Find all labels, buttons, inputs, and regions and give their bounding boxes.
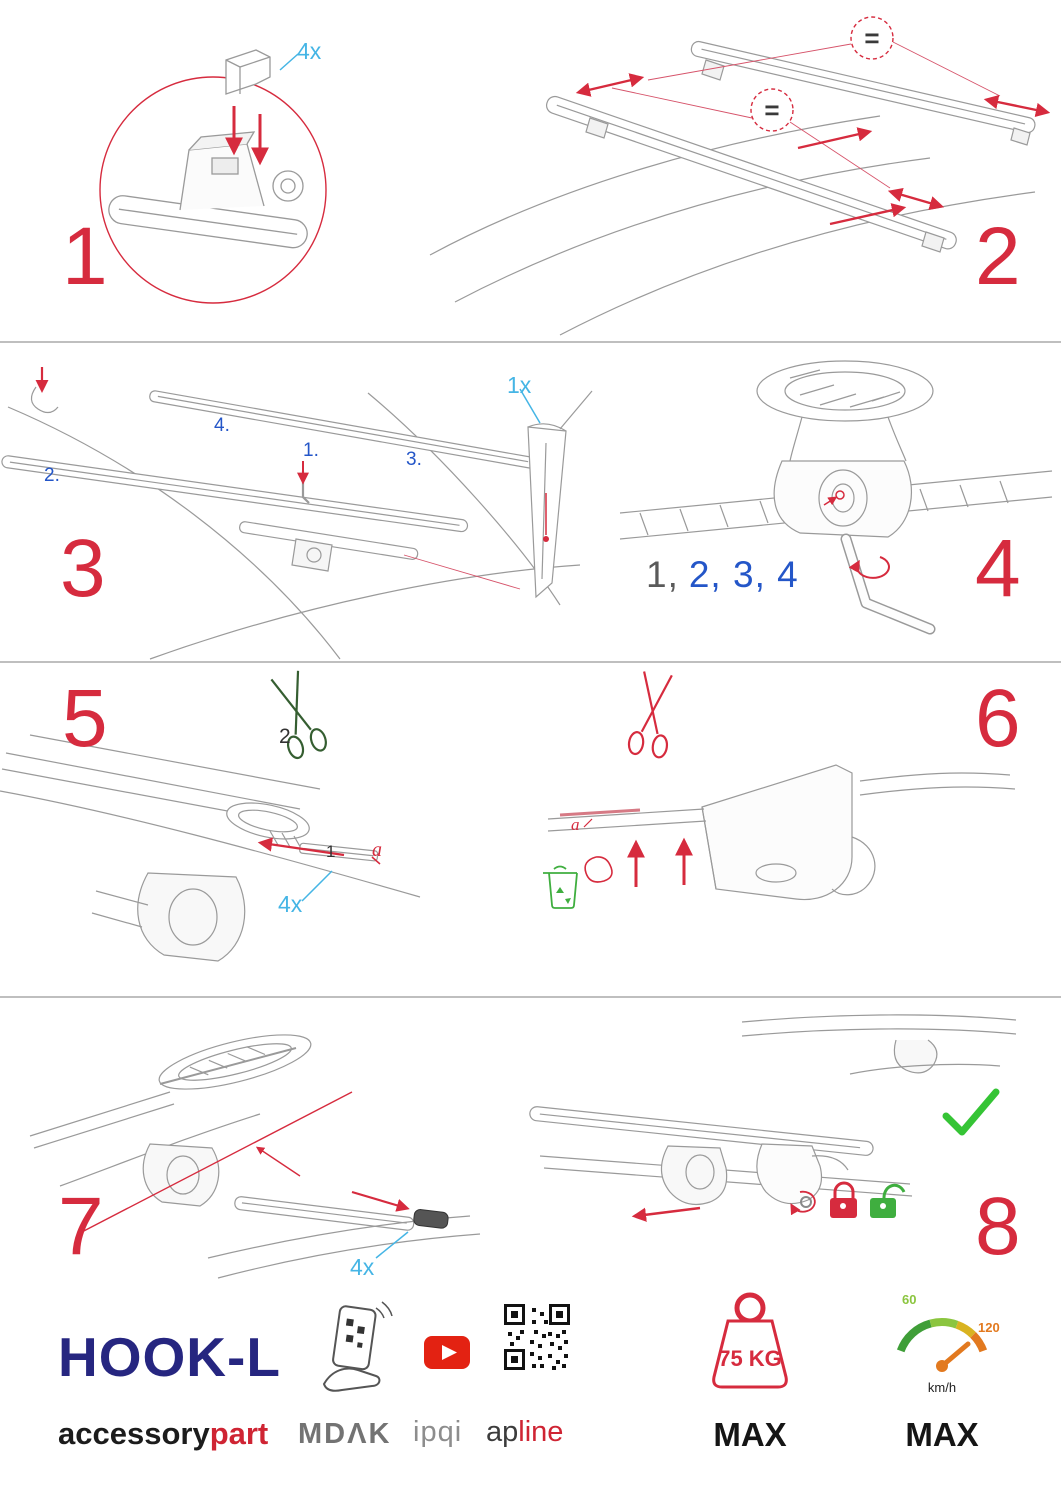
speed-high-label: 120 xyxy=(978,1320,1000,1335)
partner-logo-ipqi: ipqi xyxy=(413,1416,463,1448)
padlock-open-icon xyxy=(870,1183,906,1218)
step4-sequence: 1,2, 3, 4 xyxy=(646,556,799,593)
step3-label-4: 4. xyxy=(214,415,230,436)
step6-foot-bracket xyxy=(547,764,1016,901)
apline-prefix: ap xyxy=(486,1416,519,1448)
step4-sequence-todo: 2, 3, 4 xyxy=(688,554,799,595)
step3-cone-dot xyxy=(543,536,549,542)
step4-clamp-closeup xyxy=(619,360,1053,540)
step3-leader-line xyxy=(403,554,521,590)
checkmark-icon xyxy=(942,1088,1000,1136)
step8-lock-scene xyxy=(529,1014,1017,1205)
step6-a-tick xyxy=(583,818,593,828)
step6-cut-curl xyxy=(584,856,613,883)
step-8-number: 8 xyxy=(975,1181,1021,1272)
step-2-number: 2 xyxy=(975,211,1021,302)
step5-scissors-label: 2 xyxy=(279,725,291,748)
step3-qty-label: 1x xyxy=(507,372,532,398)
step-4-number: 4 xyxy=(975,523,1021,614)
step7-end-cap xyxy=(413,1209,449,1229)
step3-label-2: 2. xyxy=(44,465,60,486)
brand-suffix: part xyxy=(209,1416,269,1451)
step2-equal-leaders xyxy=(611,41,1001,189)
step7-insert-arrow xyxy=(255,1146,301,1177)
equal-sign: = xyxy=(864,23,879,53)
step4-bolt-target xyxy=(835,490,845,500)
speed-max-label: MAX xyxy=(905,1416,979,1453)
brand-logo: accessorypart xyxy=(58,1418,268,1449)
step3-label-1: 1. xyxy=(303,440,319,461)
speed-unit-label: km/h xyxy=(928,1380,956,1395)
step-5-number: 5 xyxy=(62,673,108,764)
step4-sequence-done: 1, xyxy=(646,554,679,595)
step3-step4-illustration xyxy=(1,360,1053,660)
apline-suffix: line xyxy=(518,1416,564,1448)
step5-pull-arrow xyxy=(257,837,345,857)
phone-qr-icon xyxy=(322,1301,393,1392)
padlock-closed-icon xyxy=(830,1181,857,1218)
step7-cap-arrow xyxy=(351,1190,410,1212)
step7-step8-illustration xyxy=(29,1014,1017,1279)
step2-measure-arrows xyxy=(575,73,1051,226)
youtube-icon xyxy=(424,1336,470,1369)
step1-step2-illustration: = = xyxy=(99,16,1051,336)
step1-qty-leader xyxy=(279,53,299,71)
step8-lock-bolt xyxy=(800,1196,812,1208)
step8-slide-arrow xyxy=(631,1206,701,1222)
step5-a-label: a xyxy=(372,839,382,861)
section-divider xyxy=(0,996,1061,998)
step8-rotate-arrow xyxy=(790,1190,816,1216)
step3-assembly xyxy=(1,386,581,660)
product-name: HOOK-L xyxy=(58,1326,281,1388)
step-7-number: 7 xyxy=(58,1181,104,1272)
step5-qty-leader xyxy=(301,870,333,902)
step5-strip-label: 1 xyxy=(326,842,336,861)
step2-crossbars xyxy=(429,40,1036,336)
step5-a-tick xyxy=(371,856,381,865)
weight-max-label: MAX xyxy=(713,1416,787,1453)
step-3-number: 3 xyxy=(60,523,106,614)
step-6-number: 6 xyxy=(975,673,1021,764)
step5-rail-strip xyxy=(0,734,421,962)
step2-equal-badges: = = xyxy=(750,16,894,132)
step6-strip xyxy=(559,808,641,817)
section-divider xyxy=(0,341,1061,343)
step7-qty-label: 4x xyxy=(350,1254,375,1280)
step4-rotate-arrow xyxy=(848,556,890,579)
allen-key-icon xyxy=(840,533,936,635)
partner-logo-mdak: MDΛK xyxy=(298,1418,392,1450)
step-1-number: 1 xyxy=(62,211,108,302)
partner-logo-apline: apline xyxy=(486,1418,563,1447)
weight-icon: 75 KG xyxy=(712,1292,788,1389)
speed-low-label: 60 xyxy=(902,1292,916,1307)
section-divider xyxy=(0,661,1061,663)
step3-cone-tool xyxy=(527,390,593,599)
step4-bolt-arrow xyxy=(823,496,838,506)
step1-qty-label: 4x xyxy=(297,38,322,64)
weight-value: 75 KG xyxy=(718,1346,782,1371)
scissors-icon xyxy=(270,670,327,760)
qr-code xyxy=(504,1304,570,1370)
brand-prefix: accessory xyxy=(58,1416,210,1451)
scissors-icon xyxy=(627,671,673,759)
step1-clamp-detail xyxy=(99,49,327,304)
step5-step6-illustration xyxy=(0,670,1016,962)
step7-qty-leader xyxy=(375,1231,409,1259)
step6-a-label: a xyxy=(571,815,580,834)
step3-label-3: 3. xyxy=(406,449,422,470)
step7-guide-line xyxy=(77,1091,353,1235)
equal-sign: = xyxy=(764,95,779,125)
step5-qty-label: 4x xyxy=(278,891,303,917)
step1-insert-arrows xyxy=(225,106,269,166)
speedometer-icon: 60 120 km/h xyxy=(896,1292,1000,1395)
trash-icon xyxy=(543,865,578,909)
step3-qty-leader xyxy=(519,388,541,424)
